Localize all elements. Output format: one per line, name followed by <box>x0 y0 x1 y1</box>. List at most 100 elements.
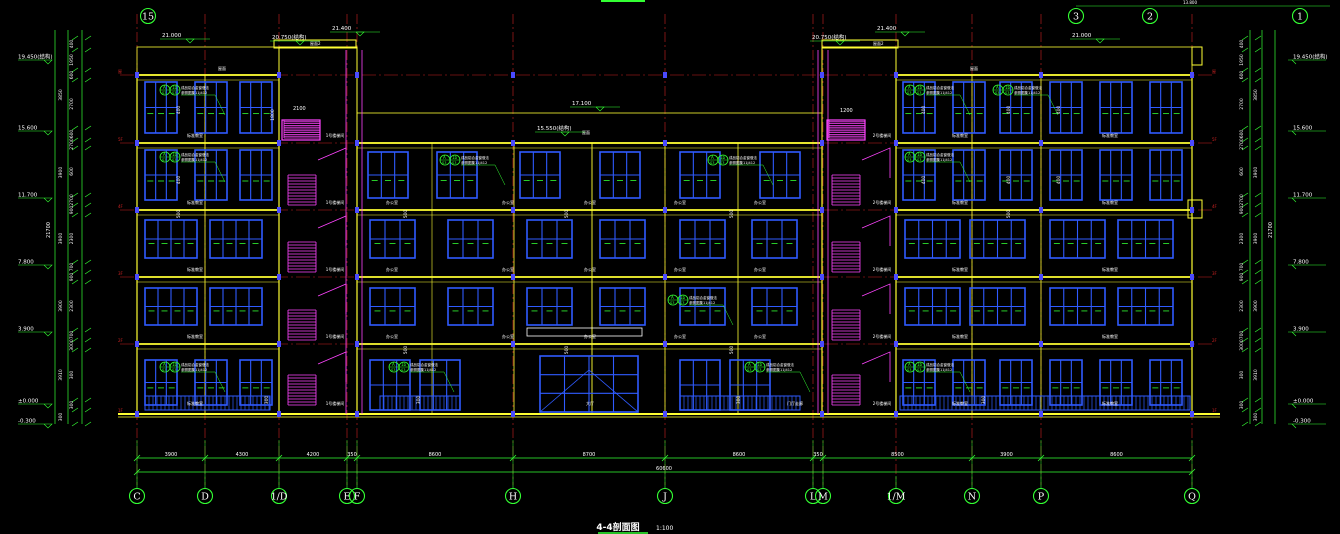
callout-leader <box>214 371 226 393</box>
callout-code: S3 <box>391 368 395 372</box>
dim-tick <box>1254 202 1262 208</box>
axis-bubble <box>1291 7 1309 25</box>
column-mark <box>355 341 359 347</box>
dim-tick <box>71 145 79 151</box>
stair-handrail <box>861 147 891 178</box>
dim-tick <box>1241 202 1249 208</box>
callout-code: 1b <box>757 362 763 367</box>
dim-inner-text: 600 <box>69 130 75 139</box>
dim-tick <box>1254 421 1262 427</box>
callout-code: S3 <box>917 158 921 162</box>
dim-inner-text: 3000 <box>1239 339 1245 351</box>
sill-dim: 400 <box>1056 176 1062 185</box>
level-label: ±0.000 <box>1293 399 1314 405</box>
dim-total-height: 21700 <box>1268 222 1274 238</box>
room-label-office: 办公室 <box>754 266 766 272</box>
axis-bubble <box>887 487 905 505</box>
callout-code: S3 <box>172 91 176 95</box>
dim-bay-text: 3900 <box>165 452 178 458</box>
level-label: 11.700 <box>18 193 38 199</box>
callout-code: S3 <box>995 91 999 95</box>
callout-text: 成品铝合金窗做法 <box>926 152 954 157</box>
callout-code: S3 <box>172 158 176 162</box>
column-mark <box>820 274 824 280</box>
dim-tick <box>1254 47 1262 53</box>
dim-tick <box>84 407 92 413</box>
room-label-stair: 2号楼梯间 <box>873 400 892 406</box>
dim-tick <box>1241 259 1249 265</box>
right-stair-tower <box>821 46 897 415</box>
callout-code: S3 <box>917 368 921 372</box>
dim-tick <box>1037 454 1045 462</box>
room-label-stair: 1号楼梯间 <box>326 400 345 406</box>
dim-tick <box>133 454 141 462</box>
callout-text: 参照图集11J412 <box>689 300 715 305</box>
axis-bubble <box>656 487 674 505</box>
axis-label: Q <box>1188 492 1196 503</box>
dim-tick <box>1254 35 1262 41</box>
axis-label: P <box>1038 492 1045 503</box>
room-label-classroom: 标准教室 <box>187 199 203 205</box>
dim-total-text: 60600 <box>656 466 672 472</box>
column-mark <box>511 274 515 280</box>
callout-text: 成品铝合金窗做法 <box>410 362 438 367</box>
dim-outer-text: 3900 <box>58 300 64 312</box>
axis-label: H <box>509 492 517 503</box>
callout-code: 1b <box>917 85 923 90</box>
left-stair-tower <box>278 46 358 415</box>
dim-tick <box>71 67 79 73</box>
left-stair-top <box>281 119 321 141</box>
callout-text: 参照图集11J412 <box>181 90 207 95</box>
stair-handrail <box>317 147 347 178</box>
callout-code: S3 <box>670 301 674 305</box>
room-label-stair: 1号楼梯间 <box>326 266 345 272</box>
column-mark <box>1190 411 1194 417</box>
axis-bubble <box>1183 487 1201 505</box>
callout-text: 成品铝合金窗做法 <box>181 362 209 367</box>
dim-tick <box>1254 67 1262 73</box>
column-mark <box>355 72 359 78</box>
room-label-office: 办公室 <box>502 333 514 339</box>
callout-leader <box>959 161 971 183</box>
sill-dim: 400 <box>176 176 182 185</box>
dim-tick <box>1241 327 1249 333</box>
level-mark: 1F <box>118 408 124 413</box>
dim-tick <box>661 454 669 462</box>
dim-tick <box>71 397 79 403</box>
stair-handrail <box>317 283 347 314</box>
roof-level-marker <box>595 106 605 112</box>
axis-bubble <box>1141 7 1159 25</box>
right-roof-box <box>1191 46 1203 66</box>
room-label-classroom: 标准教室 <box>187 266 203 272</box>
dim-tick <box>84 269 92 275</box>
callout-leader <box>959 371 971 393</box>
drawing-title: 4-4剖面图 1:100 <box>596 521 673 534</box>
room-label-office: 办公室 <box>674 266 686 272</box>
roof-level-center-parapet: 17.100 <box>572 101 592 107</box>
dim-tick <box>353 454 361 462</box>
sill-dim: 500 <box>1006 210 1012 219</box>
room-label-classroom: 标准教室 <box>952 199 968 205</box>
room-label-stair: 1号楼梯间 <box>326 333 345 339</box>
axis-label: M <box>818 492 828 503</box>
column-mark <box>135 207 139 213</box>
callout-code: 1b <box>1005 85 1011 90</box>
callout-code: S3 <box>162 91 166 95</box>
dim-tick <box>84 421 92 427</box>
callout-text: 参照图集11J412 <box>461 160 487 165</box>
dim-tick <box>1241 137 1249 143</box>
column-mark <box>277 72 281 78</box>
dim-tick <box>84 327 92 333</box>
level-mark: 2F <box>1212 338 1218 343</box>
column-mark <box>1039 207 1043 213</box>
dim-tick <box>275 454 283 462</box>
level-marker <box>1288 197 1326 203</box>
callout-code: 1b <box>401 362 407 367</box>
callout-text: 参照图集11J412 <box>729 160 755 165</box>
room-label-classroom: 标准教室 <box>1102 199 1118 205</box>
level-marker <box>18 59 53 65</box>
roof-level-right: 21.000 <box>1072 33 1092 39</box>
dim-inner-text: 900 <box>69 273 75 282</box>
dim-tick <box>1254 407 1262 413</box>
drawing-title-text: 4-4剖面图 <box>596 521 639 533</box>
